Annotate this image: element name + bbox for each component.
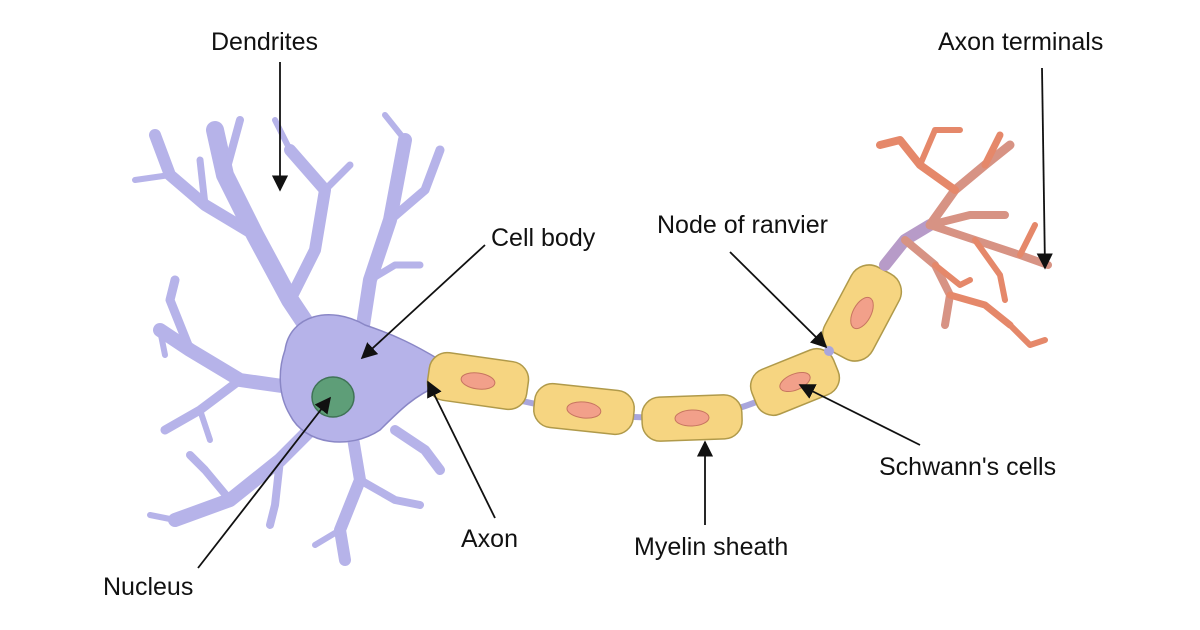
label-nucleus: Nucleus xyxy=(103,573,194,601)
label-myelin-sheath: Myelin sheath xyxy=(634,533,789,561)
label-dendrites: Dendrites xyxy=(211,28,318,56)
schwann-cell-3 xyxy=(641,394,743,442)
dendrites-shape xyxy=(132,112,445,566)
cell-body-pointer xyxy=(360,244,486,360)
label-cell-body: Cell body xyxy=(491,224,596,252)
label-node-of-ranvier: Node of ranvier xyxy=(657,211,828,239)
axon-terminals-shape xyxy=(876,127,1052,348)
label-schwann-cells: Schwann's cells xyxy=(879,453,1057,481)
nucleus-shape xyxy=(311,376,355,418)
cell-body-shape xyxy=(279,314,441,443)
axon-pointer xyxy=(427,380,496,519)
schwann-cell-5 xyxy=(821,264,903,362)
pointer-arrows xyxy=(197,62,1053,569)
nucleus-pointer xyxy=(197,396,331,569)
axon-terminals-pointer xyxy=(1036,67,1053,270)
node-of-ranvier-pointer xyxy=(729,251,828,349)
schwann-cells-pointer xyxy=(798,384,921,446)
schwann-cell-4 xyxy=(749,347,841,417)
schwann-cell-2 xyxy=(533,382,635,436)
label-axon-terminals: Axon terminals xyxy=(938,28,1104,56)
node-of-ranvier-shape xyxy=(824,346,834,356)
myelin-segments xyxy=(426,264,903,442)
label-axon: Axon xyxy=(461,525,518,553)
schwann-cell-1 xyxy=(426,351,530,411)
